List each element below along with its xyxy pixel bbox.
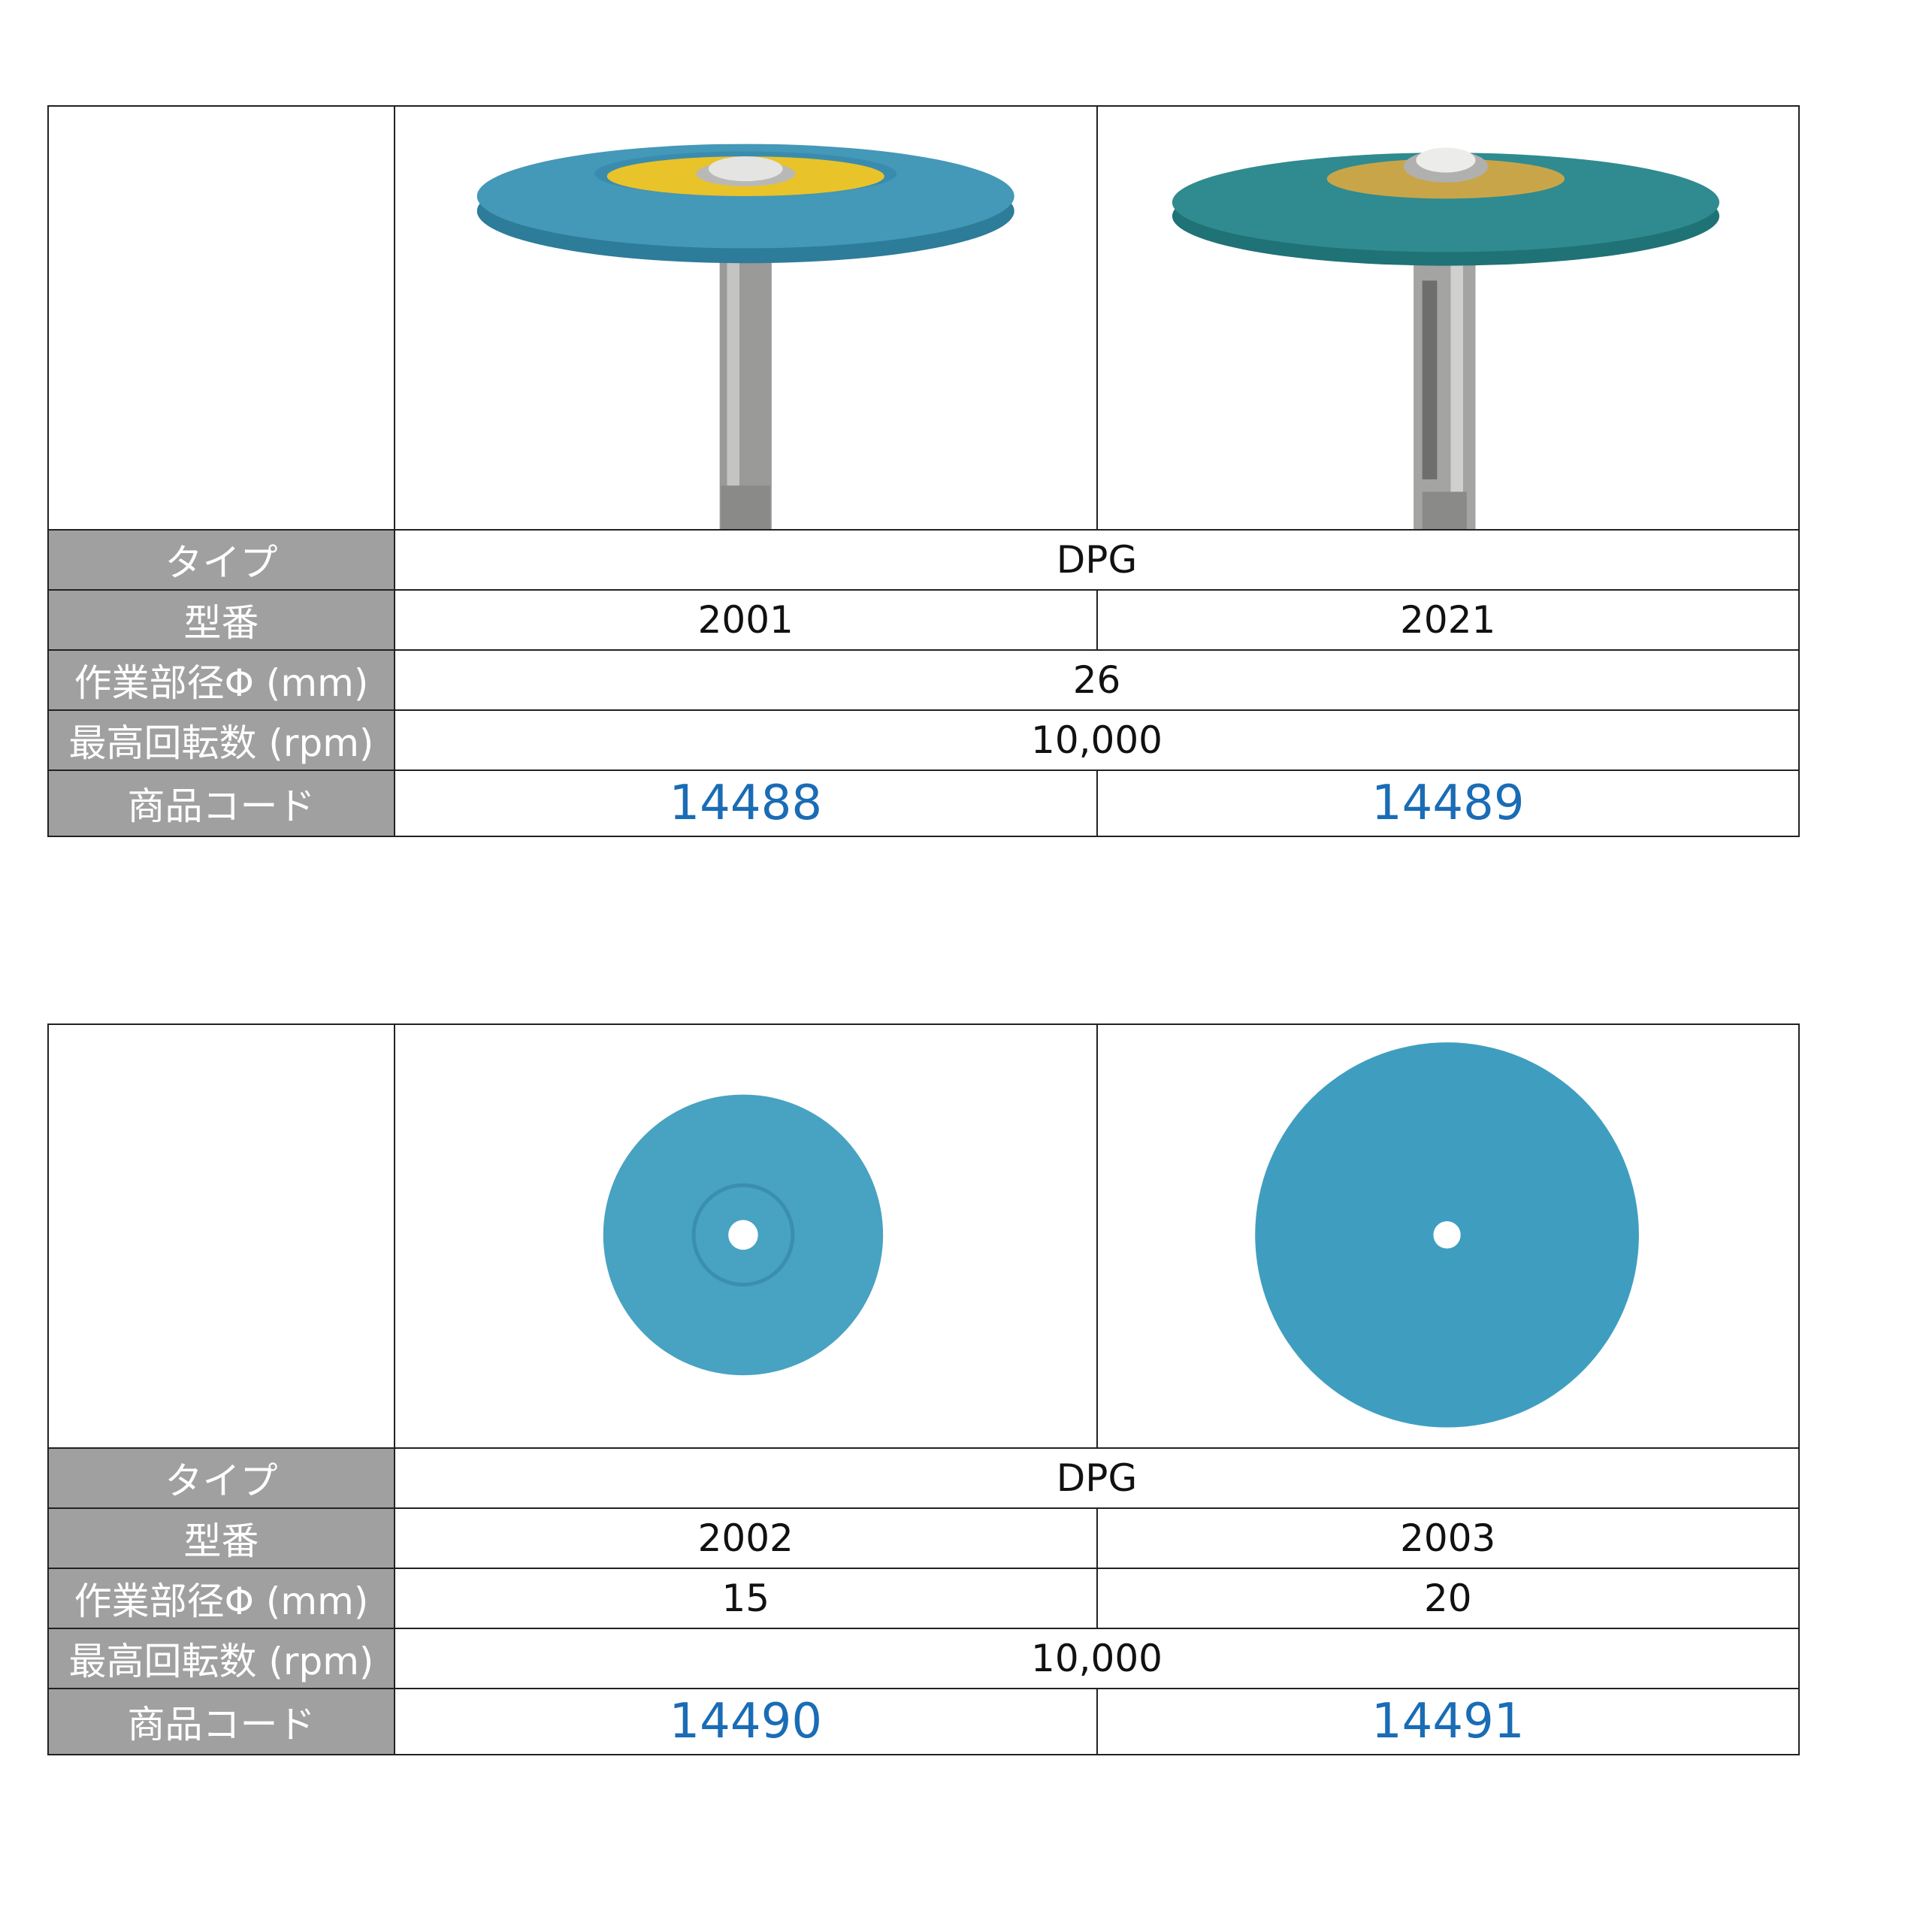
- type-row: タイプ DPG: [49, 1447, 1798, 1507]
- product-code-label: 商品コード: [49, 771, 395, 836]
- product-image-2021: [1096, 107, 1799, 529]
- model-value: 2002: [697, 1516, 794, 1560]
- product-code-label: 商品コード: [49, 1689, 395, 1754]
- model-row: 型番 2001 2021: [49, 589, 1798, 649]
- type-label: タイプ: [49, 1449, 395, 1507]
- diameter-label: 作業部径Φ (mm): [49, 651, 395, 709]
- image-row: [49, 107, 1798, 529]
- diameter-label: 作業部径Φ (mm): [49, 1569, 395, 1628]
- product-table-1: タイプ DPG 型番 2001 2021 作業部径Φ (mm) 26 最高回転数…: [47, 105, 1800, 837]
- product-image-2002: [395, 1025, 1096, 1447]
- max-rpm-label: 最高回転数 (rpm): [49, 1629, 395, 1688]
- image-row: [49, 1025, 1798, 1447]
- product-code-link[interactable]: 14489: [1096, 771, 1799, 836]
- product-code-row: 商品コード 14490 14491: [49, 1688, 1798, 1754]
- model-label: 型番: [49, 1509, 395, 1568]
- empty-label-cell: [49, 107, 395, 529]
- product-code-link[interactable]: 14488: [669, 776, 823, 831]
- product-code-link[interactable]: 14491: [1096, 1689, 1799, 1754]
- product-code-row: 商品コード 14488 14489: [49, 769, 1798, 836]
- model-value: 2003: [1096, 1509, 1799, 1568]
- product-image-2001: [395, 107, 1096, 529]
- mounted-disc-image: [476, 144, 1014, 529]
- model-value: 2001: [697, 598, 794, 642]
- max-rpm-row: 最高回転数 (rpm) 10,000: [49, 1628, 1798, 1688]
- disc-image: [1254, 1042, 1639, 1428]
- model-value: 2021: [1096, 591, 1799, 649]
- type-value: DPG: [1056, 538, 1138, 582]
- type-label: タイプ: [49, 531, 395, 589]
- diameter-value: 26: [1072, 658, 1121, 702]
- model-row: 型番 2002 2003: [49, 1507, 1798, 1568]
- max-rpm-row: 最高回転数 (rpm) 10,000: [49, 709, 1798, 769]
- max-rpm-value: 10,000: [1031, 1637, 1163, 1680]
- disc-image: [603, 1094, 884, 1376]
- diameter-value: 20: [1096, 1569, 1799, 1628]
- model-label: 型番: [49, 591, 395, 649]
- max-rpm-value: 10,000: [1031, 718, 1163, 762]
- diameter-row: 作業部径Φ (mm) 26: [49, 649, 1798, 709]
- type-row: タイプ DPG: [49, 529, 1798, 589]
- diameter-value: 15: [721, 1577, 770, 1620]
- mounted-disc-image: [1172, 147, 1719, 529]
- diameter-row: 作業部径Φ (mm) 15 20: [49, 1568, 1798, 1628]
- product-table-2: タイプ DPG 型番 2002 2003 作業部径Φ (mm) 15 20 最高…: [47, 1023, 1800, 1755]
- max-rpm-label: 最高回転数 (rpm): [49, 711, 395, 769]
- type-value: DPG: [1056, 1456, 1138, 1500]
- empty-label-cell: [49, 1025, 395, 1447]
- product-code-link[interactable]: 14490: [669, 1694, 823, 1749]
- product-image-2003: [1096, 1025, 1799, 1447]
